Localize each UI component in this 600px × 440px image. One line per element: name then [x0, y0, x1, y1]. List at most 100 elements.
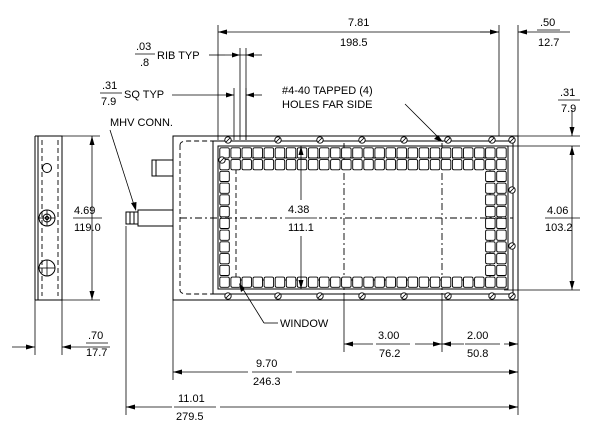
window-cell: [485, 264, 496, 276]
window-cell: [396, 147, 407, 159]
window-cell: [285, 159, 297, 171]
hole-spacing-1-mm: 76.2: [379, 348, 400, 360]
window-cell: [385, 147, 396, 159]
window-cell: [485, 241, 496, 253]
window-cell: [274, 276, 286, 288]
screw-slot: [225, 137, 231, 143]
window-cell: [341, 276, 352, 288]
window-cell: [219, 182, 230, 194]
window-cell: [319, 276, 330, 288]
mounting-screws: [218, 136, 516, 300]
width-overall-in: 7.81: [348, 17, 369, 29]
window-cell: [307, 159, 319, 171]
square-note: SQ TYP: [124, 89, 164, 101]
window-cell: [341, 159, 352, 171]
window-cell: [363, 276, 374, 288]
rib-note: RIB TYP: [157, 50, 200, 62]
screw-slot: [401, 293, 407, 299]
window-cell: [230, 147, 241, 159]
window-cell: [352, 147, 363, 159]
square-in: .31: [102, 80, 117, 92]
window-cell: [341, 147, 352, 159]
top-margin-in: .31: [560, 87, 575, 99]
window-cell: [407, 159, 419, 171]
body-length-in: 9.70: [256, 358, 277, 370]
window-cell: [485, 229, 496, 241]
window-cell: [219, 229, 230, 241]
window-cell: [219, 264, 230, 276]
window-cell: [485, 182, 496, 194]
screw-slot: [509, 137, 515, 143]
window-cell: [496, 194, 507, 206]
side-height-in: 4.69: [74, 205, 95, 217]
window-cell: [230, 159, 241, 171]
window-cell: [451, 276, 463, 288]
window-cell: [463, 147, 474, 159]
window-cell: [396, 159, 407, 171]
window-cell: [485, 170, 496, 182]
window-cell: [230, 276, 241, 288]
side-depth-in: .70: [88, 330, 103, 342]
window-cell: [496, 159, 507, 171]
side-view: [12, 135, 110, 355]
screw-slot: [509, 243, 515, 249]
window-cell: [418, 159, 430, 171]
hole-spacing-v-mm: 103.2: [545, 222, 573, 234]
window-cell: [385, 276, 396, 288]
window-cell: [485, 253, 496, 265]
window-cell: [263, 276, 275, 288]
right-offset-mm: 12.7: [538, 37, 559, 49]
window-cell: [274, 159, 286, 171]
window-cell: [418, 147, 430, 159]
window-cell: [451, 147, 463, 159]
window-cell: [485, 206, 496, 218]
screw-slot: [359, 293, 365, 299]
screw-slot: [359, 137, 365, 143]
window-cell: [429, 276, 441, 288]
window-cell: [496, 264, 507, 276]
hole-spacing-1-in: 3.00: [378, 330, 399, 342]
window-cell: [496, 170, 507, 182]
window-cell-grid: [219, 147, 507, 288]
side-height-mm: 119.0: [74, 222, 101, 234]
body-length-mm: 246.3: [253, 376, 281, 388]
hole-spacing-v-in: 4.06: [547, 205, 568, 217]
window-cell: [496, 241, 507, 253]
window-cell: [440, 159, 452, 171]
window-cell: [352, 159, 363, 171]
window-cell: [252, 147, 263, 159]
window-cell: [463, 276, 474, 288]
window-cell: [474, 276, 485, 288]
window-cell: [285, 147, 297, 159]
window-height-dimension: [298, 146, 304, 289]
window-cell: [252, 276, 263, 288]
window-cell: [219, 253, 230, 265]
window-cell: [219, 276, 230, 288]
window-cell: [374, 147, 385, 159]
window-cell: [374, 159, 385, 171]
window-cell: [496, 276, 507, 288]
window-cell: [407, 147, 419, 159]
window-cell: [496, 147, 507, 159]
screw-slot: [317, 137, 323, 143]
window-cell: [352, 276, 363, 288]
window-cell: [263, 159, 275, 171]
window-cell: [307, 276, 319, 288]
total-length-in: 11.01: [178, 393, 205, 405]
window-cell: [330, 159, 341, 171]
window-cell: [474, 147, 485, 159]
window-cell: [485, 159, 496, 171]
rib-mm: .8: [140, 57, 149, 69]
screw-slot: [489, 293, 495, 299]
window-cell: [485, 217, 496, 229]
window-label: WINDOW: [280, 318, 329, 330]
window-cell: [485, 276, 496, 288]
screw-slot: [401, 137, 407, 143]
screw-slot: [509, 187, 515, 193]
total-length-mm: 279.5: [176, 411, 204, 423]
window-cell: [496, 253, 507, 265]
window-cell: [219, 170, 230, 182]
top-margin-mm: 7.9: [561, 103, 576, 115]
screw-slot: [445, 137, 451, 143]
width-overall-mm: 198.5: [340, 37, 368, 49]
